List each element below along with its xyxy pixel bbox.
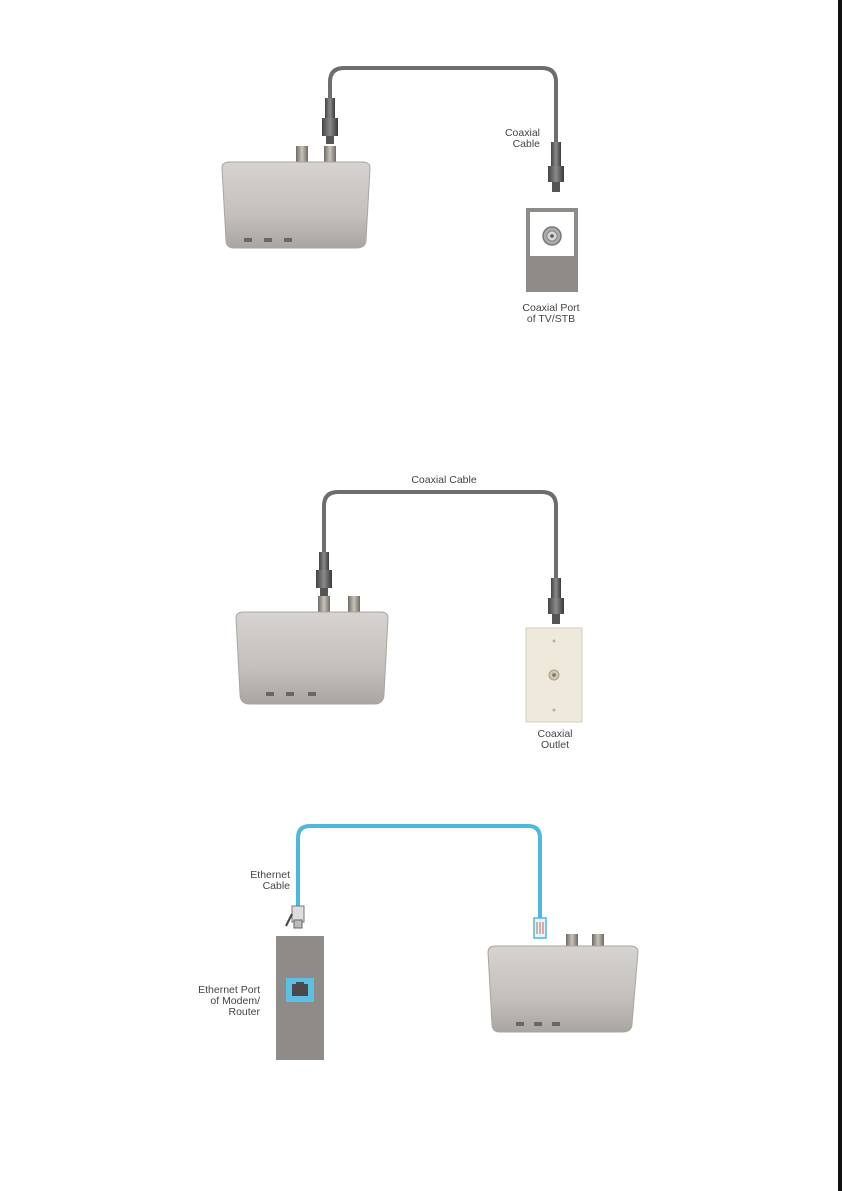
- adapter-device-1: [222, 146, 370, 248]
- ethernet-cable-3: [298, 826, 540, 920]
- ethernet-port-label-3: Ethernet Port of Modem/ Router: [176, 985, 260, 1018]
- coaxial-outlet-label-2: Coaxial Outlet: [522, 729, 588, 751]
- ethernet-cable-label-3: Ethernet Cable: [226, 870, 290, 892]
- coax-connector-device-1: [322, 98, 338, 144]
- coaxial-port-plate-1: [526, 208, 578, 292]
- ethernet-connector-device-3: [534, 918, 546, 938]
- coaxial-port-label-1: Coaxial Port of TV/STB: [506, 303, 596, 325]
- coaxial-outlet-plate-2: [526, 628, 582, 722]
- coaxial-cable-2: [324, 492, 556, 582]
- coaxial-cable-label-2: Coaxial Cable: [386, 475, 502, 486]
- coax-connector-device-2: [316, 552, 332, 596]
- adapter-device-3: [488, 934, 638, 1032]
- coax-connector-outlet-2: [548, 578, 564, 624]
- adapter-device-2: [236, 596, 388, 704]
- ethernet-port-plate-3: [276, 936, 324, 1060]
- coaxial-cable-label-1: Coaxial Cable: [480, 128, 540, 150]
- ethernet-connector-router-3: [286, 906, 304, 928]
- coax-connector-port-1: [548, 142, 564, 192]
